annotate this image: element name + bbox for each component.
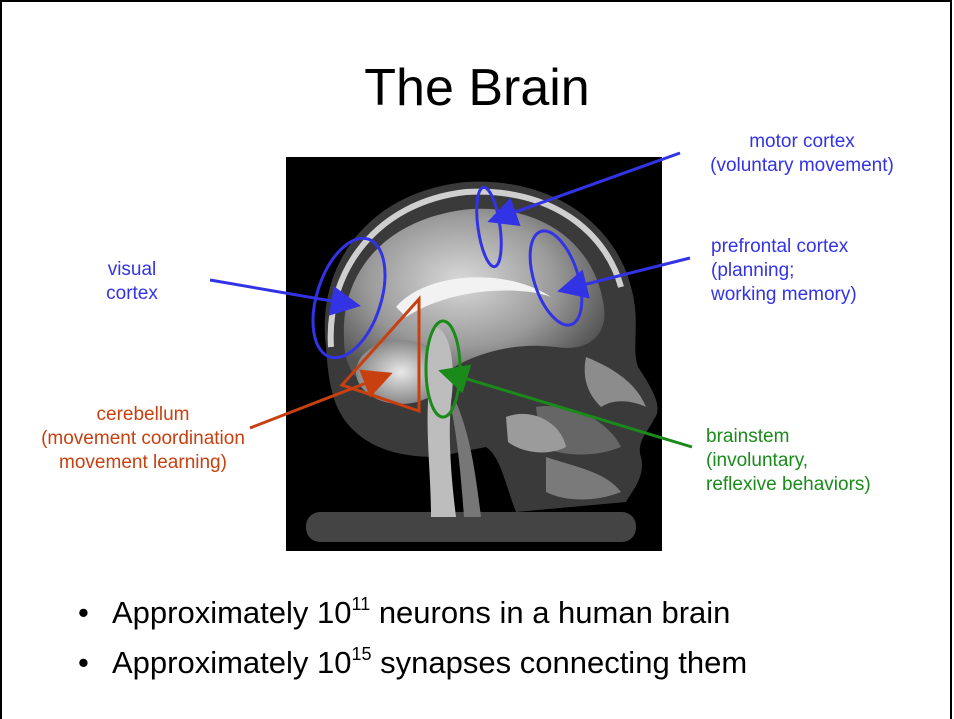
visual-cortex-title-1: visual <box>92 258 172 282</box>
visual-cortex-title-2: cortex <box>92 282 172 306</box>
motor-cortex-label: motor cortex (voluntary movement) <box>680 130 924 178</box>
bullet-text-rest: synapses connecting them <box>372 645 748 680</box>
bullet-dot-icon: • <box>78 638 89 688</box>
brainstem-ellipse <box>426 321 460 417</box>
cerebellum-triangle <box>342 299 419 411</box>
bullet-text: Approximately 10 <box>112 645 352 680</box>
motor-cortex-desc: (voluntary movement) <box>680 154 924 178</box>
motor-cortex-arrow <box>493 153 680 220</box>
prefrontal-cortex-title: prefrontal cortex <box>711 235 931 259</box>
prefrontal-cortex-arrow <box>563 258 690 290</box>
cerebellum-title: cerebellum <box>2 403 284 427</box>
brainstem-title: brainstem <box>706 425 936 449</box>
cerebellum-desc-1: (movement coordination <box>2 427 284 451</box>
bullet-list: •Approximately 1011 neurons in a human b… <box>70 588 747 688</box>
bullet-item-neurons: • Approximately 1011 neurons in a human b… <box>70 588 747 638</box>
bullet-item-synapses: • Approximately 1015 synapses connecting … <box>70 638 747 688</box>
prefrontal-cortex-desc-2: working memory) <box>711 283 931 307</box>
brainstem-arrow <box>444 372 692 447</box>
brainstem-desc-1: (involuntary, <box>706 449 936 473</box>
brainstem-desc-2: reflexive behaviors) <box>706 473 936 497</box>
bullet-exponent: 11 <box>352 594 371 614</box>
bullet-dot-icon: • <box>78 588 89 638</box>
prefrontal-cortex-desc-1: (planning; <box>711 259 931 283</box>
bullet-exponent: 15 <box>352 644 372 664</box>
motor-cortex-title: motor cortex <box>680 130 924 154</box>
visual-cortex-arrow <box>210 280 355 305</box>
motor-cortex-ellipse <box>473 186 506 268</box>
prefrontal-cortex-ellipse <box>520 225 592 332</box>
cerebellum-label: cerebellum (movement coordination moveme… <box>2 403 284 475</box>
brainstem-label: brainstem (involuntary, reflexive behavi… <box>706 425 936 497</box>
prefrontal-cortex-label: prefrontal cortex (planning; working mem… <box>711 235 931 307</box>
bullet-text-rest: neurons in a human brain <box>370 595 730 630</box>
cerebellum-desc-2: movement learning) <box>2 451 284 475</box>
bullet-text: Approximately 10 <box>112 595 352 630</box>
visual-cortex-label: visual cortex <box>92 258 172 306</box>
